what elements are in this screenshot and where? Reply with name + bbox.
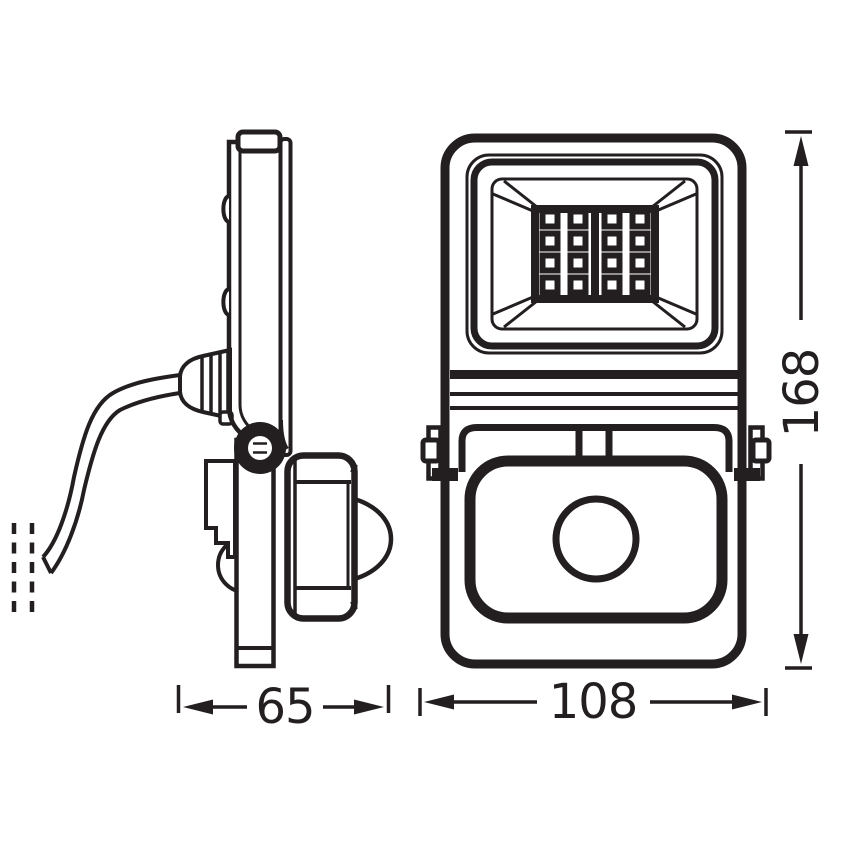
- head-frame-inner: [470, 158, 719, 350]
- reflector-opening: [490, 177, 699, 331]
- cable-gland: [178, 347, 234, 426]
- body-ridge-lines: [450, 370, 738, 410]
- dimension-width-side: 65: [176, 679, 391, 735]
- arrowhead-right: [732, 694, 762, 710]
- dashed-wall-lines: [11, 523, 35, 613]
- arrowhead-right: [354, 699, 384, 715]
- mounting-bracket-side: [234, 437, 276, 669]
- led-chip-grid: [539, 208, 651, 296]
- arrowhead-up: [793, 136, 809, 166]
- arrowhead-left: [424, 694, 454, 710]
- sensor-bracket-band: [458, 424, 733, 472]
- dimension-label-front-height: 168: [774, 349, 830, 438]
- bracket-arm-right: [734, 425, 772, 481]
- dimension-label-front-width: 108: [549, 674, 638, 730]
- pivot-tab-right: [750, 437, 772, 464]
- pivot-screw: [234, 422, 286, 474]
- bracket-arm-left: [420, 425, 458, 481]
- reflector-corner-lines: [492, 179, 697, 329]
- screw-bump-top: [221, 194, 231, 224]
- pivot-tab-left: [420, 437, 442, 464]
- side-view: [11, 129, 394, 669]
- power-cable: [41, 373, 181, 575]
- front-view: [420, 133, 772, 669]
- dimension-height-front: 168: [774, 130, 830, 670]
- housing-side: [221, 129, 293, 457]
- dimension-label-side-width: 65: [255, 679, 314, 735]
- pir-dome-side: [353, 496, 394, 582]
- dimension-width-front: 108: [418, 674, 768, 730]
- screw-bump-bottom: [221, 287, 231, 317]
- head-frame-outer: [465, 153, 724, 355]
- housing-top-cap: [235, 129, 283, 154]
- sensor-housing-side: [284, 452, 358, 622]
- mounting-plate-side: [204, 459, 237, 559]
- sensor-bracket-clip: [575, 429, 613, 458]
- arrowhead-left: [183, 699, 213, 715]
- pir-sensor-lens: [552, 495, 640, 583]
- arrowhead-down: [793, 634, 809, 664]
- led-panel: [531, 205, 659, 303]
